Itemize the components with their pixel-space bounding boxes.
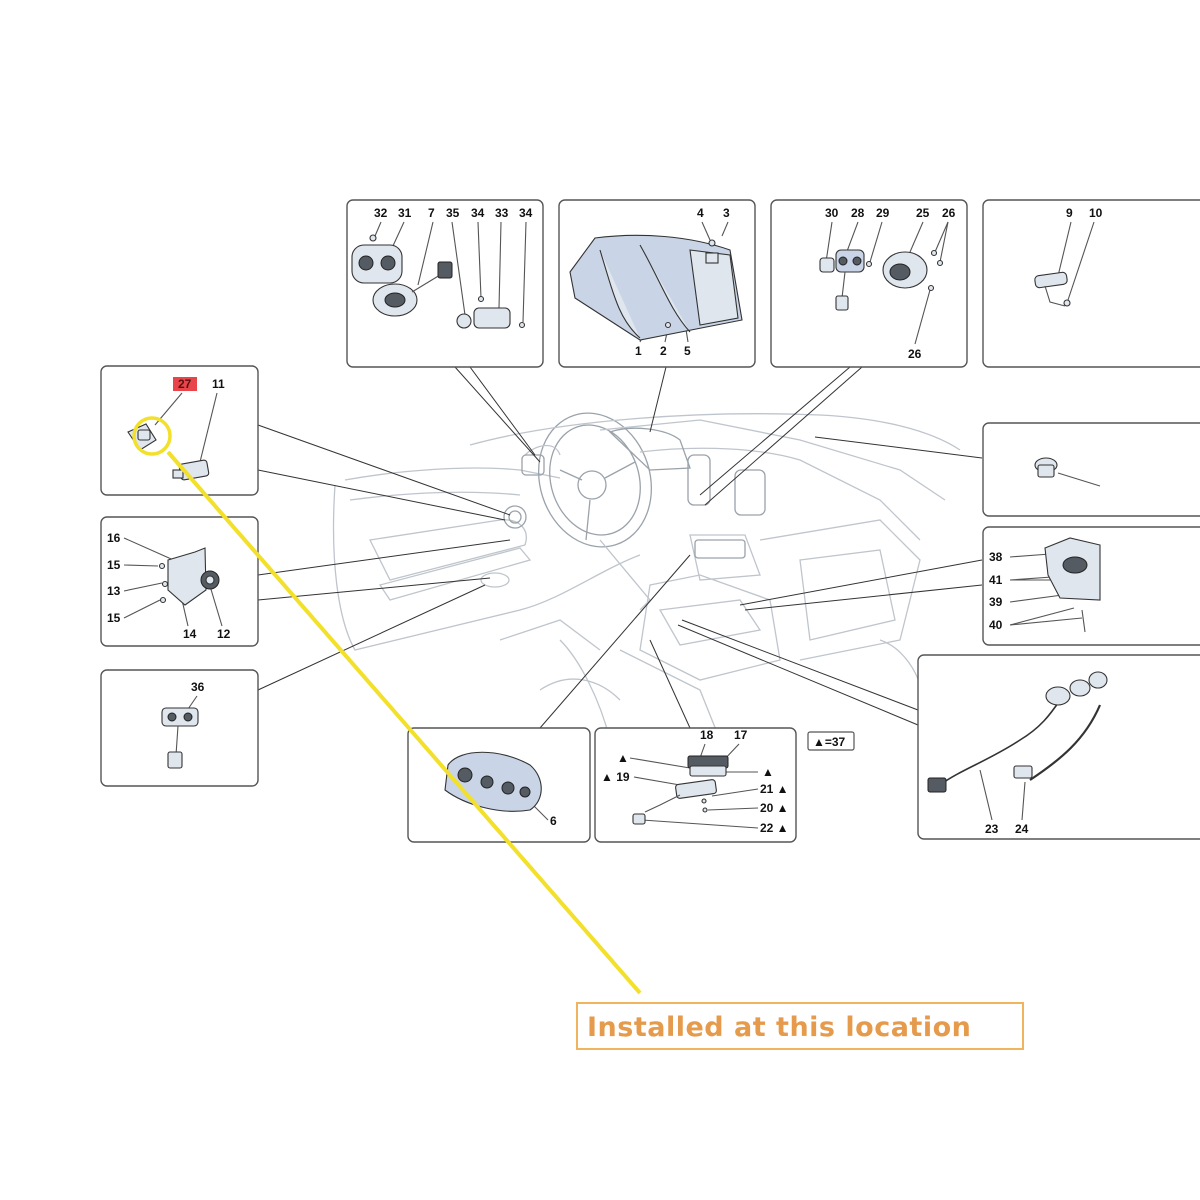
ref-label: 1 xyxy=(635,344,642,358)
ref-label: 31 xyxy=(398,206,412,220)
sensor-part xyxy=(1034,271,1071,307)
rotary-dial-part xyxy=(882,249,944,292)
part-27-badge xyxy=(173,377,197,391)
ref-label: 30 xyxy=(825,206,839,220)
ref-label: ▲ xyxy=(762,765,774,779)
ref-label: 13 xyxy=(107,584,121,598)
ref-label: 15 xyxy=(107,558,121,572)
ref-label: ▲ xyxy=(617,751,629,765)
panel-climate-control[interactable]: 6 xyxy=(407,727,591,843)
ref-label: 21 ▲ xyxy=(760,782,789,796)
steering-switch-part xyxy=(351,234,403,284)
installation-label: Installed at this location xyxy=(587,1012,971,1043)
ref-label: 18 xyxy=(700,728,714,742)
highlight-ring xyxy=(132,416,172,456)
ref-label: 39 xyxy=(989,595,1003,609)
ref-label: 26 xyxy=(942,206,956,220)
ref-label: 12 xyxy=(217,627,231,641)
ref-label: 34 xyxy=(471,206,485,220)
leader-lines xyxy=(257,366,983,729)
installation-highlight xyxy=(132,416,642,995)
ref-label: 10 xyxy=(1089,206,1103,220)
ref-label: 25 xyxy=(916,206,930,220)
ref-label: 9 xyxy=(1066,206,1073,220)
panel-instrument-cluster[interactable]: 4 3 1 2 5 xyxy=(558,199,756,368)
legend-text: ▲=37 xyxy=(813,735,846,749)
ref-label: 38 xyxy=(989,550,1003,564)
ref-label: 11 xyxy=(212,377,225,391)
panel-column-switch[interactable]: 30 28 29 25 26 26 xyxy=(770,199,968,368)
start-button-part xyxy=(158,547,220,606)
ref-label: 17 xyxy=(734,728,748,742)
ref-label: 7 xyxy=(428,206,435,220)
ref-label: 26 xyxy=(908,347,922,361)
panel-dash-sensor[interactable] xyxy=(982,422,1200,517)
ref-label: ▲ 19 xyxy=(601,770,630,784)
column-switch-part xyxy=(819,249,873,311)
window-switch-part xyxy=(161,707,199,769)
ref-label: 6 xyxy=(550,814,557,828)
panel-start-button[interactable]: 16 15 13 15 14 12 xyxy=(100,516,259,647)
ref-label: 16 xyxy=(107,531,121,545)
installation-callout: Installed at this location xyxy=(576,1002,1024,1050)
panel-window-switch[interactable]: 36 xyxy=(100,669,259,787)
ref-label: 33 xyxy=(495,206,509,220)
ref-label: 22 ▲ xyxy=(760,821,789,835)
ref-label: 23 xyxy=(985,822,999,836)
panel-pedal-assembly[interactable]: 38 41 39 40 xyxy=(982,526,1200,646)
ref-label: 35 xyxy=(446,206,460,220)
ref-label: 32 xyxy=(374,206,388,220)
ref-label: 2 xyxy=(660,344,667,358)
ref-label: 24 xyxy=(1015,822,1029,836)
pedal-assembly-part xyxy=(1044,537,1101,633)
ref-label: 3 xyxy=(723,206,730,220)
ref-label-highlighted: 27 xyxy=(178,377,192,391)
ref-label: 14 xyxy=(183,627,197,641)
ref-label: 5 xyxy=(684,344,691,358)
ref-label: 40 xyxy=(989,618,1003,632)
wiring-harness-part xyxy=(927,671,1108,793)
car-interior-drawing xyxy=(332,412,961,741)
instrument-cluster-part xyxy=(569,234,743,341)
ref-label: 28 xyxy=(851,206,865,220)
ref-label: 29 xyxy=(876,206,890,220)
panel-harness[interactable]: 23 24 xyxy=(917,654,1200,840)
panel-badge[interactable]: 27 11 xyxy=(100,365,259,496)
ref-label: 34 xyxy=(519,206,533,220)
ref-label: 15 xyxy=(107,611,121,625)
panel-top-right-part[interactable]: 9 10 xyxy=(982,199,1200,368)
panel-console-switches[interactable]: 18 17 ▲ ▲ 19 ▲ 21 ▲ 20 ▲ 22 ▲ xyxy=(594,727,797,843)
panel-steering-controls[interactable]: 32 31 7 35 34 33 34 xyxy=(346,199,544,368)
ref-label: 41 xyxy=(989,573,1003,587)
ref-label: 36 xyxy=(191,680,205,694)
legend-box: ▲=37 xyxy=(807,731,855,751)
ref-label: 20 ▲ xyxy=(760,801,789,815)
ref-label: 4 xyxy=(697,206,704,220)
rotary-knob-part xyxy=(372,261,453,317)
console-switch-part xyxy=(632,755,729,825)
dash-sensor-part xyxy=(1034,457,1058,478)
